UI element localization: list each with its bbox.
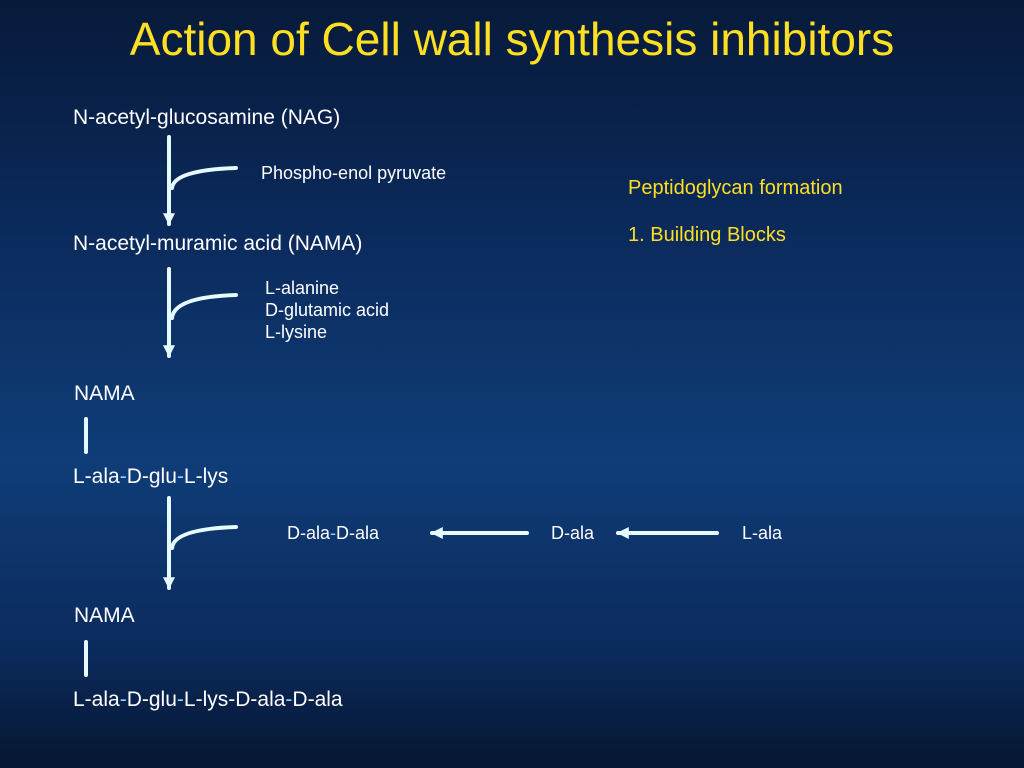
residue: D-ala	[336, 523, 380, 543]
tripeptide-chain: L-ala-D-glu-L-lys	[73, 464, 228, 490]
nag-label: N-acetyl-glucosamine (NAG)	[73, 106, 341, 129]
pep-label: Phospho-enol pyruvate	[261, 163, 447, 183]
l-ala-label: L-ala	[742, 523, 783, 543]
peptide-bond: -	[285, 688, 293, 711]
residue: D-ala	[292, 688, 343, 711]
amino-acid-item: D-glutamic acid	[265, 300, 390, 320]
pentapeptide-chain: L-ala-D-glu-L-lys-D-ala-D-ala	[73, 687, 343, 713]
d-ala-label: D-ala	[551, 523, 595, 543]
amino-acid-item: L-alanine	[265, 278, 340, 298]
residue: L-ala	[73, 465, 120, 488]
residue: L-ala	[73, 688, 120, 711]
peptide-bond: -	[176, 465, 184, 488]
peptide-bond: -	[330, 523, 337, 543]
side-heading: Peptidoglycan formation	[628, 177, 843, 199]
d-ala-d-ala-label: D-ala-D-ala	[287, 522, 379, 544]
amino-acid-list: L-alanine D-glutamic acid L-lysine	[265, 277, 389, 343]
residue: L-lys	[183, 688, 229, 711]
peptide-bond: -	[228, 688, 236, 711]
peptide-bond: -	[119, 688, 127, 711]
side-point: 1. Building Blocks	[628, 224, 786, 246]
reactant-curve-2	[170, 293, 238, 320]
residue: D-glu	[126, 465, 177, 488]
residue: D-glu	[126, 688, 177, 711]
residue: D-ala	[287, 523, 331, 543]
peptide-bond: -	[176, 688, 184, 711]
nama-label-2: NAMA	[74, 604, 135, 627]
reactant-curve-3	[170, 525, 238, 550]
residue: D-ala	[235, 688, 286, 711]
peptide-bond: -	[119, 465, 127, 488]
residue: L-lys	[183, 465, 229, 488]
amino-acid-item: L-lysine	[265, 322, 328, 342]
nama-label: N-acetyl-muramic acid (NAMA)	[73, 232, 363, 255]
nama-label-1: NAMA	[74, 382, 135, 405]
slide-title: Action of Cell wall synthesis inhibitors	[129, 13, 895, 65]
reactant-curve-1	[170, 166, 238, 190]
